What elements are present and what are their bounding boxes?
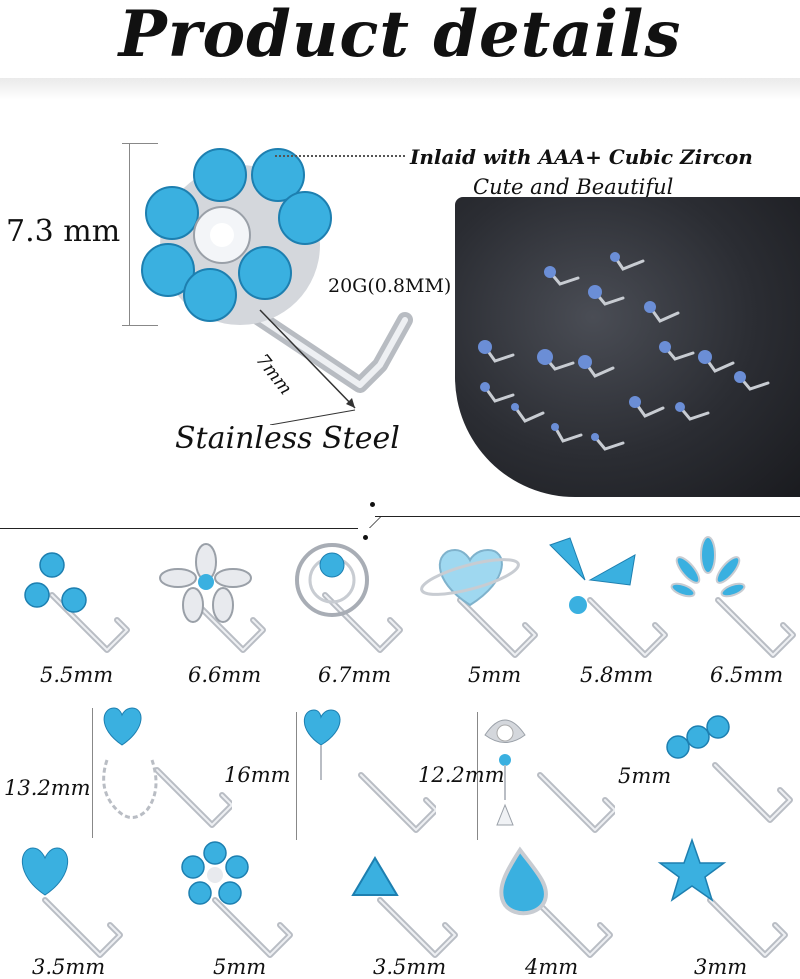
size-label: 12.2mm — [418, 763, 505, 787]
size-label: 16mm — [224, 763, 291, 787]
assortment-photo — [455, 197, 800, 497]
leaf-stud-image — [670, 536, 798, 665]
flower-stud-image — [181, 841, 295, 960]
heart-moon-stud-image — [303, 709, 436, 850]
gauge-label: 20G(0.8MM) — [328, 275, 452, 297]
star-stud-image — [657, 837, 790, 960]
size-label: 4mm — [525, 955, 579, 979]
dimension-vertical-line — [129, 143, 130, 325]
height-label: 7.3 mm — [6, 214, 121, 249]
size-label: 3mm — [694, 955, 748, 979]
triple-dot-stud-image — [666, 715, 800, 825]
dimension-top-tick — [122, 143, 158, 144]
title-underline — [0, 78, 800, 100]
angel-wing-stud-image — [484, 719, 615, 850]
size-label: 6.5mm — [710, 663, 784, 687]
size-label: 6.6mm — [188, 663, 262, 687]
heart-planet-stud-image — [420, 548, 540, 665]
divider-dot-top — [370, 502, 375, 507]
triangle-stud-image — [351, 856, 465, 960]
length-arrow — [259, 309, 356, 409]
section-divider-right — [375, 516, 800, 517]
main-flower-stud-image — [141, 148, 413, 425]
feature-line-2: Cute and Beautiful — [473, 175, 674, 199]
butterfly-stud-image — [549, 537, 670, 665]
trio-stud-image — [24, 552, 142, 665]
size-label: 5.5mm — [40, 663, 114, 687]
size-label: 3.5mm — [32, 955, 106, 979]
dimension-line — [92, 708, 93, 838]
size-label: 5mm — [213, 955, 267, 979]
size-label: 5.8mm — [580, 663, 654, 687]
filigree-stud-image — [295, 543, 410, 665]
feature-line-1: Inlaid with AAA+ Cubic Zircon — [410, 145, 753, 169]
assortment-studs — [478, 252, 770, 451]
divider-notch — [352, 516, 382, 528]
material-label: Stainless Steel — [175, 421, 400, 456]
section-divider-left — [0, 528, 358, 529]
divider-dot-bottom — [363, 535, 368, 540]
size-label: 5mm — [468, 663, 522, 687]
page-title: Product details — [118, 0, 682, 72]
size-label: 5mm — [618, 764, 672, 788]
dimension-line — [296, 712, 297, 840]
size-label: 13.2mm — [4, 776, 91, 800]
heart-chain-stud-image — [102, 707, 232, 850]
heart-stud-image — [21, 847, 135, 960]
size-label: 3.5mm — [373, 955, 447, 979]
dimension-line — [477, 712, 478, 840]
leader-line — [275, 155, 405, 157]
daisy-stud-image — [159, 543, 278, 665]
teardrop-stud-image — [499, 846, 615, 960]
size-label: 6.7mm — [318, 663, 392, 687]
dimension-bottom-tick — [122, 325, 158, 326]
